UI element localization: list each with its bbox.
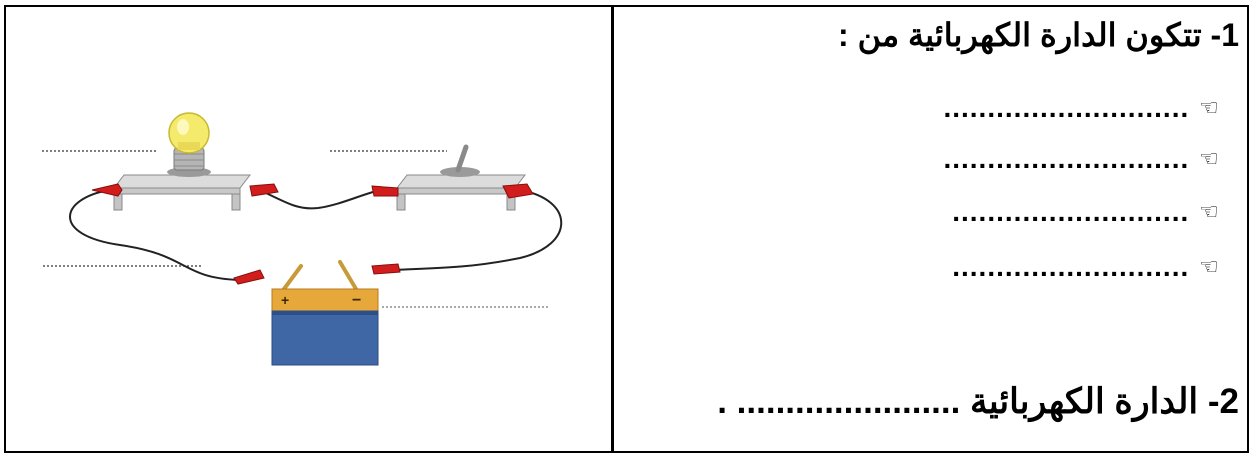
pointing-hand-icon: ☞ (1199, 146, 1219, 172)
list-item: ☞ ............................ (943, 92, 1219, 124)
circuit-diagram: + − (42, 112, 563, 366)
question-1-title: 1- تتكون الدارة الكهربائية من : (838, 17, 1239, 53)
list-item: ☞ ........................... (952, 196, 1219, 228)
battery-terminals (282, 260, 358, 291)
clips (91, 183, 534, 285)
pointing-hand-icon: ☞ (1199, 95, 1219, 121)
answer-blank-3[interactable]: ........................... (952, 196, 1190, 227)
list-item: ☞ ........................... (952, 251, 1219, 283)
answer-blank-1[interactable]: ............................ (943, 92, 1190, 123)
lamp-holder (112, 147, 252, 211)
battery-plus-label: + (281, 292, 289, 308)
column-divider (611, 5, 614, 453)
battery-minus-label: − (352, 292, 361, 309)
bulb-icon (168, 112, 210, 154)
wires (69, 189, 563, 281)
battery-icon: + − (271, 288, 379, 366)
pointing-hand-icon: ☞ (1199, 254, 1219, 280)
table-border (4, 5, 1249, 453)
switch-icon (395, 144, 527, 211)
question-2-text: 2- الدارة الكهربائية ...................… (717, 382, 1239, 421)
list-item: ☞ ............................ (943, 143, 1219, 175)
answer-blank-2[interactable]: ............................ (943, 143, 1190, 174)
pointing-hand-icon: ☞ (1199, 199, 1219, 225)
answer-blank-4[interactable]: ........................... (952, 251, 1190, 282)
